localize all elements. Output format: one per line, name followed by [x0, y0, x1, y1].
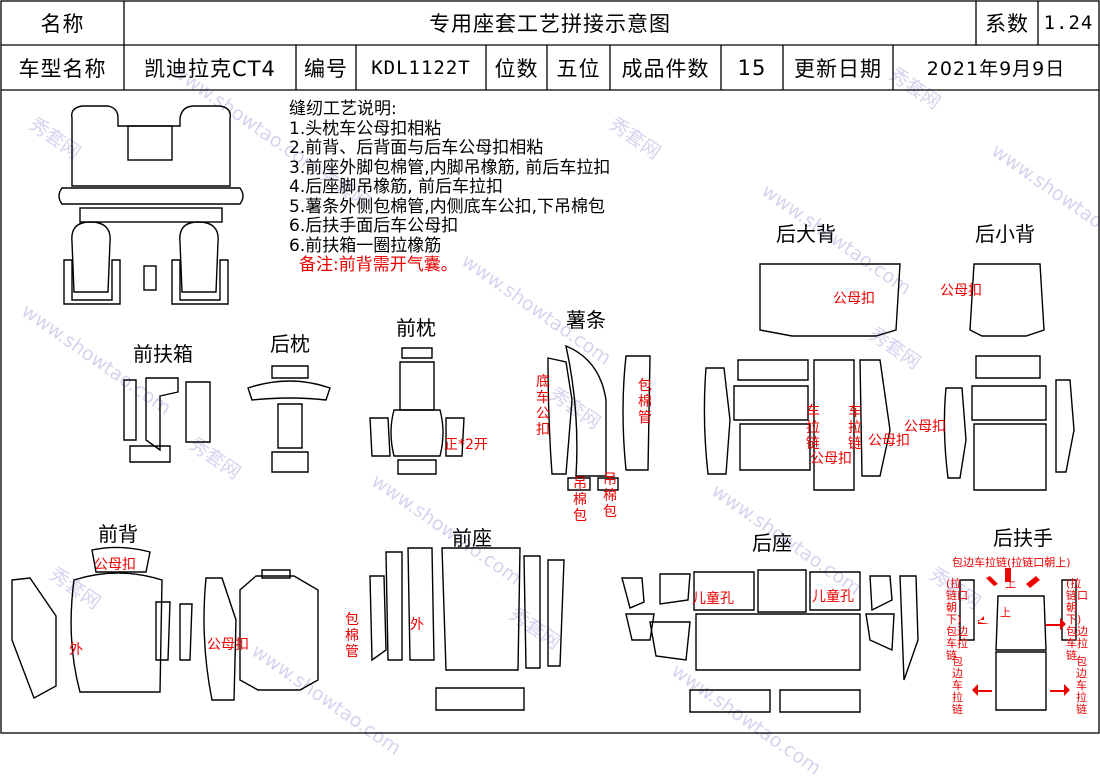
front-headrest-note: 正*2开 [444, 437, 488, 453]
pattern-drawings [11, 105, 1077, 713]
front-back-outer: 外 [69, 642, 83, 658]
notes-heading: 缝纫工艺说明: [289, 99, 397, 119]
section-front-headrest: 前枕 [396, 316, 436, 340]
fries-hang-left: 吊棉包 [573, 476, 587, 524]
code-label: 编号 [304, 56, 348, 81]
small-back-snap-2: 公母扣 [904, 419, 946, 435]
front-back-snap-top: 公母扣 [94, 557, 136, 573]
pieces-label: 成品件数 [621, 56, 710, 81]
armrest-bottom-right-note: 包边车拉链 [1076, 655, 1087, 716]
page-title: 专用座套工艺拼接示意图 [429, 12, 671, 36]
armrest-up-2: 上 [1000, 606, 1011, 619]
armrest-right-note: (拉链口朝下)包边车拉链 [1066, 577, 1088, 662]
big-back-zip-1: 车拉链 [806, 404, 820, 452]
note-item: 1.头枕车公母扣相粘 [289, 118, 442, 139]
date-label: 更新日期 [794, 56, 882, 81]
rear-seat-child-hole-1: 儿童孔 [692, 591, 734, 607]
section-front-armbox: 前扶箱 [133, 342, 193, 366]
section-front-seat: 前座 [452, 526, 492, 550]
big-back-snap: 公母扣 [833, 291, 875, 307]
pieces-value: 15 [737, 55, 767, 80]
note-item: 3.前座外脚包棉管,内脚吊橡筋, 前后车拉扣 [289, 157, 611, 178]
name-label: 名称 [40, 12, 85, 36]
fries-wrap-pipe: 包棉管 [638, 378, 652, 426]
fries-bottom-snap: 底车公扣 [536, 374, 550, 438]
section-front-back: 前背 [98, 522, 138, 546]
front-back-patterns [11, 546, 319, 701]
front-seat-patterns [369, 547, 565, 711]
armrest-up-1: 上 [1005, 577, 1016, 590]
armrest-left-note: (拉链口朝下)包边车拉链 [946, 577, 968, 662]
date-value: 2021年9月9日 [926, 58, 1066, 80]
model-label: 车型名称 [18, 56, 107, 81]
rear-small-back-patterns [943, 263, 1075, 491]
front-back-snap-side: 公母扣 [207, 637, 249, 653]
armrest-top-note: 包边车拉链(拉链口朝上) [952, 556, 1071, 569]
note-item: 2.前背、后背面与后车公母扣相粘 [289, 138, 544, 158]
coef-value: 1.24 [1043, 12, 1094, 34]
section-fries: 薯条 [566, 308, 606, 332]
seat-label: 位数 [494, 56, 539, 81]
front-seat-outer: 外 [410, 617, 424, 633]
rear-big-back-patterns [703, 263, 901, 491]
small-back-snap: 公母扣 [940, 283, 982, 299]
seat-overview-illustration [58, 105, 244, 305]
note-item: 4.后座脚吊橡筋, 前后车拉扣 [289, 177, 504, 197]
armrest-bottom-left-note: 包边车拉链 [952, 655, 963, 716]
seat-value: 五位 [556, 56, 601, 81]
sewing-notes: 缝纫工艺说明: 1.头枕车公母扣相粘 2.前背、后背面与后车公母扣相粘 3.前座… [289, 99, 611, 276]
front-seat-wrap: 包棉管 [345, 612, 359, 660]
rear-headrest-patterns [247, 365, 331, 473]
rear-seat-child-hole-2: 儿童孔 [812, 589, 854, 605]
notes-remark: 备注:前背需开气囊。 [299, 255, 458, 275]
big-back-zip-2: 车拉链 [848, 404, 862, 452]
section-rear-headrest: 后枕 [270, 332, 310, 356]
big-back-snap-2: 公母扣 [810, 451, 852, 467]
coef-label: 系数 [985, 12, 1029, 36]
note-item: 6.前扶箱一圈拉橡筋 [289, 235, 442, 256]
section-rear-armrest: 后扶手 [993, 526, 1053, 550]
section-rear-seat: 后座 [752, 531, 792, 555]
model-value: 凯迪拉克CT4 [144, 56, 276, 81]
fries-hang-right: 吊棉包 [603, 472, 617, 520]
front-headrest-patterns [369, 347, 465, 475]
code-value: KDL1122T [371, 56, 471, 79]
grid-lines [0, 0, 1100, 734]
note-item: 5.薯条外侧包棉管,内侧底车公扣,下吊棉包 [289, 196, 606, 217]
front-armbox-patterns [123, 377, 211, 463]
note-item: 6.后扶手面后车公母扣 [289, 216, 459, 236]
fries-patterns [547, 344, 651, 491]
section-rear-small-back: 后小背 [975, 222, 1035, 246]
section-rear-big-back: 后大背 [776, 222, 836, 246]
armrest-arrows [972, 568, 1070, 696]
rear-seat-patterns [621, 569, 919, 713]
big-back-snap-3: 公母扣 [868, 433, 910, 449]
